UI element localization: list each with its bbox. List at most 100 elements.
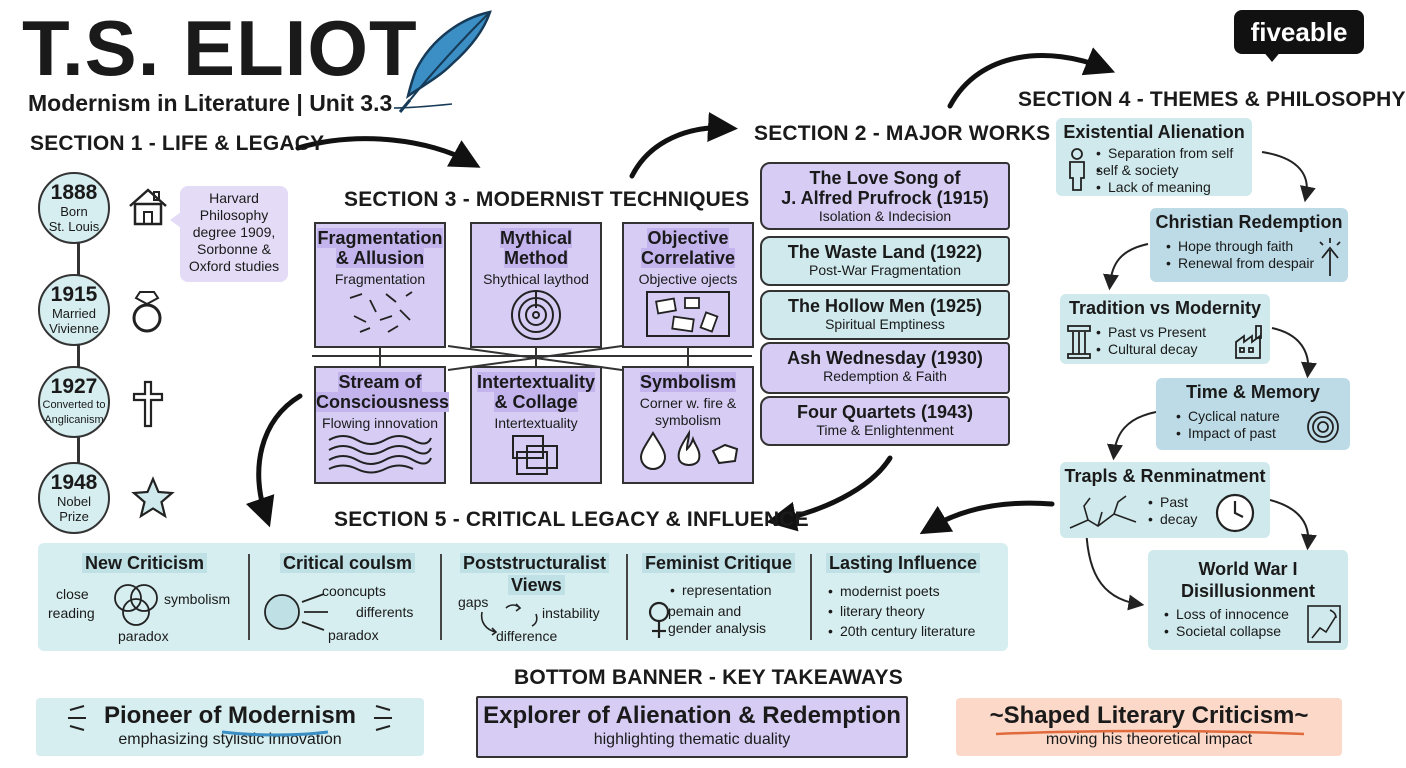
connector-arrows <box>245 47 1317 611</box>
timeline-label: Vivienne <box>49 321 99 336</box>
theme-item: Separation from self <box>1094 145 1233 162</box>
timeline-node-1888: 1888 Born St. Louis <box>38 172 110 244</box>
technique-title: Stream of <box>338 372 422 392</box>
technique-stream-of-consciousness: Stream of Consciousness Flowing innovati… <box>314 366 450 484</box>
theme-title-2: Disillusionment <box>1180 581 1315 601</box>
technique-title: Fragmentation <box>317 228 443 248</box>
ring-icon <box>132 291 162 333</box>
theme-world-war-disillusionment: World War I Disillusionment Loss of inno… <box>1148 550 1348 650</box>
section3-heading: SECTION 3 - MODERNIST TECHNIQUES <box>344 188 750 211</box>
timeline-year: 1888 <box>50 181 98 204</box>
water-fire-stone-icon <box>639 429 739 470</box>
technique-title-2: & Collage <box>494 392 578 412</box>
takeaway-title: ~Shaped Literary Criticism~ <box>989 702 1309 729</box>
labyrinth-icon <box>511 290 561 340</box>
feminist-list: representation pemain and gender analysi… <box>668 582 772 637</box>
theme-item: decay <box>1146 511 1197 528</box>
critical-title: Critical coulsm <box>280 553 416 574</box>
work-theme: Post-War Fragmentation <box>809 262 961 278</box>
timeline-label: Converted to <box>42 399 106 411</box>
work-theme: Isolation & Indecision <box>818 208 952 224</box>
new-criticism-title: New Criticism <box>82 553 208 574</box>
work-theme: Time & Enlightenment <box>816 422 954 438</box>
timeline-year: 1927 <box>50 375 98 398</box>
theme-item: Hope through faith <box>1164 238 1314 255</box>
column-icon <box>1067 325 1091 359</box>
timeline-node-1915: 1915 Married Vivienne <box>38 274 110 346</box>
feminist-item: gender analysis <box>668 620 767 636</box>
feminist-item: representation <box>668 582 772 599</box>
critical-word: paradox <box>328 627 379 643</box>
poststructuralist-word: instability <box>542 605 600 621</box>
work-title: Ash Wednesday (1930) <box>787 348 983 368</box>
work-title: Four Quartets (1943) <box>796 402 974 422</box>
theme-item: Cyclical nature <box>1174 408 1280 425</box>
poststructuralist-title: Poststructuralist <box>460 553 610 574</box>
technique-title-2: Method <box>504 248 568 268</box>
theme-tradition-modernity: Tradition vs Modernity Past vs Present C… <box>1060 294 1270 364</box>
page-title: T.S. ELIOT <box>22 4 418 92</box>
theme-existential-alienation: Existential Alienation Separation from s… <box>1056 118 1252 196</box>
venn-icon <box>114 584 158 626</box>
theme-time-memory: Time & Memory Cyclical nature Impact of … <box>1156 378 1350 450</box>
shards-icon <box>349 291 413 333</box>
technique-title: Mythical <box>499 228 573 248</box>
timeline-label: St. Louis <box>48 219 100 234</box>
theme-title: Existential Alienation <box>1063 122 1245 142</box>
new-criticism-word: paradox <box>118 628 169 644</box>
technique-sub-2: symbolism <box>654 412 722 428</box>
section5-heading: SECTION 5 - CRITICAL LEGACY & INFLUENCE <box>334 508 809 531</box>
lasting-item: 20th century literature <box>826 623 975 640</box>
work-ash-wednesday: Ash Wednesday (1930) Redemption & Faith <box>760 342 1010 394</box>
takeaway-criticism: ~Shaped Literary Criticism~ moving his t… <box>956 698 1342 756</box>
technique-sub: Objective ojects <box>638 271 738 287</box>
technique-fragmentation: Fragmentation & Allusion Fragmentation <box>314 222 446 348</box>
theme-title: Time & Memory <box>1186 382 1320 402</box>
theme-item: Impact of past <box>1174 425 1280 442</box>
theme-item: Loss of innocence <box>1162 606 1289 623</box>
feminist-item: pemain and <box>668 603 742 619</box>
section4-heading: SECTION 4 - THEMES & PHILOSOPHY <box>1018 88 1406 111</box>
timeline-node-1948: 1948 Nobel Prize <box>38 462 110 534</box>
note-pointer <box>170 212 181 228</box>
person-icon <box>1069 148 1085 191</box>
work-title: The Hollow Men (1925) <box>787 296 983 316</box>
note-line: Oxford studies <box>188 258 280 274</box>
poststructuralist-title-2: Views <box>508 575 565 596</box>
technique-sub: Corner w. fire & <box>639 395 737 411</box>
circle-rays-icon <box>264 593 328 631</box>
takeaway-subtitle: highlighting thematic duality <box>593 731 791 748</box>
cracked-ground-icon <box>1069 495 1137 529</box>
note-line: Harvard <box>209 190 259 206</box>
technique-title: Intertextuality <box>476 372 596 392</box>
technique-symbolism: Symbolism Corner w. fire & symbolism <box>622 366 754 484</box>
work-title: The Waste Land (1922) <box>787 242 983 262</box>
technique-title-2: & Allusion <box>335 248 425 268</box>
technique-title: Symbolism <box>639 372 737 392</box>
timeline-label: Anglicanism <box>44 414 104 426</box>
lasting-item: modernist poets <box>826 583 975 600</box>
work-prufrock: The Love Song of J. Alfred Prufrock (191… <box>760 162 1010 230</box>
note-line: Philosophy <box>199 207 269 223</box>
objects-icon <box>646 291 730 337</box>
timeline-label: Nobel <box>57 494 91 509</box>
technique-title-2: Consciousness <box>316 392 450 412</box>
cross-icon <box>132 380 164 428</box>
lasting-item: literary theory <box>826 603 975 620</box>
timeline-year: 1915 <box>50 283 98 306</box>
timeline-label: Prize <box>59 509 89 524</box>
ruins-icon <box>1307 605 1341 643</box>
technique-objective-correlative: Objective Correlative Objective ojects <box>622 222 754 348</box>
theme-item: Renewal from despair <box>1164 255 1314 272</box>
timeline-year: 1948 <box>50 471 98 494</box>
cycle-arrows-icon <box>480 603 538 636</box>
theme-trapls: Trapls & Renminatment Past decay <box>1060 462 1270 538</box>
technique-sub: Shythical laythod <box>483 271 589 287</box>
theme-item: self & society <box>1094 162 1233 179</box>
section1-heading: SECTION 1 - LIFE & LEGACY <box>30 132 325 155</box>
technique-title: Objective <box>647 228 729 248</box>
column-divider <box>248 554 250 640</box>
collage-icon <box>512 435 558 475</box>
note-line: degree 1909, <box>192 224 276 240</box>
theme-title: World War I <box>1198 559 1298 579</box>
